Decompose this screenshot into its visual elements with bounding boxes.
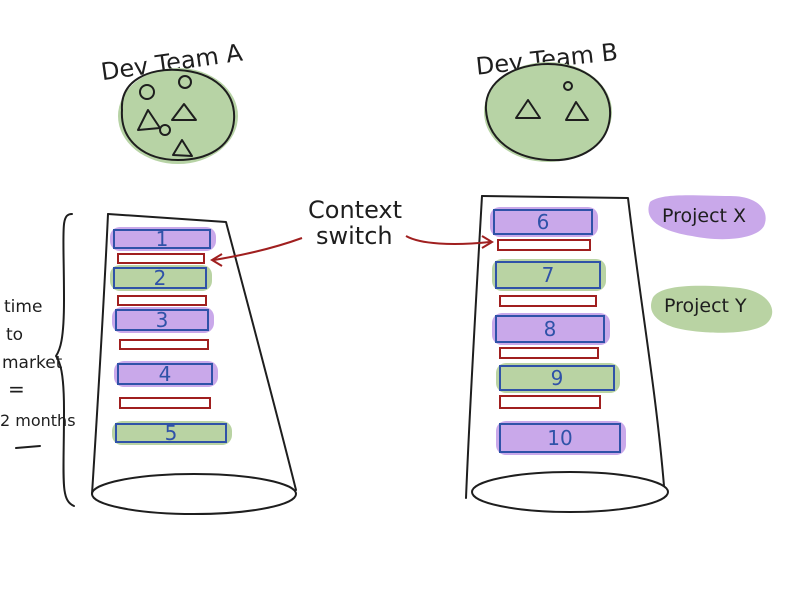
task-box	[499, 423, 621, 453]
task-number: 10	[547, 426, 572, 450]
team-a-face-outline	[120, 68, 236, 161]
context-switch-arrow-left	[213, 237, 303, 261]
task-number: 5	[165, 421, 178, 445]
legend-project-y-label: Project Y	[664, 295, 747, 317]
context-switch-bar	[497, 239, 591, 251]
team-b-members-icon	[515, 81, 589, 121]
arrowhead-left-icon	[210, 253, 223, 267]
team-b-group: Dev Team B	[474, 38, 619, 162]
task-box	[115, 309, 209, 331]
ttm-line1: time	[4, 297, 42, 317]
context-switch-label-line2: switch	[316, 222, 393, 250]
context-switch-bar	[119, 397, 211, 409]
context-switch-arrow-right	[405, 235, 491, 245]
task-fill	[112, 307, 214, 333]
task-fill	[490, 207, 598, 237]
task-fill	[112, 421, 232, 445]
ttm-line2: to	[6, 325, 23, 345]
team-a-task-list: 1 2 3 4 5	[110, 227, 232, 445]
task-box	[495, 315, 605, 343]
task-fill	[114, 361, 218, 387]
team-b-funnel-base	[471, 471, 669, 513]
task-number: 4	[159, 362, 172, 386]
team-a-funnel-left-edge	[91, 213, 109, 495]
legend-project-x-label: Project X	[662, 205, 746, 227]
context-switch-bar	[499, 395, 601, 409]
task-fill	[492, 259, 606, 291]
context-switch-bar	[117, 253, 205, 264]
task-number: 7	[542, 263, 555, 287]
ttm-line5: 2 months	[0, 411, 76, 430]
task-number: 2	[154, 266, 167, 290]
context-switch-bar	[119, 339, 209, 350]
task-box	[113, 267, 207, 289]
context-switch-bar	[499, 295, 597, 307]
team-b-task-list: 6 7 8 9 10	[490, 207, 626, 455]
team-b-backlog: 6 7 8 9 10	[465, 195, 669, 513]
team-a-face-fill	[118, 68, 238, 164]
task-box	[495, 261, 601, 289]
task-number: 9	[551, 366, 564, 390]
context-switch-annotation: Context switch	[210, 196, 494, 267]
task-number: 6	[537, 210, 550, 234]
time-to-market-annotation: time to market = 2 months	[0, 213, 76, 507]
team-a-group: Dev Team A	[99, 39, 245, 164]
team-a-funnel-right-edge	[107, 213, 297, 491]
team-a-funnel-base	[91, 473, 297, 515]
task-fill	[110, 227, 216, 251]
task-box	[493, 209, 593, 235]
task-number: 8	[544, 317, 557, 341]
legend-project-y-swatch	[651, 285, 773, 333]
task-number: 1	[156, 227, 169, 251]
team-b-face-outline	[484, 63, 612, 162]
context-switch-bar	[499, 347, 599, 359]
task-box	[113, 229, 211, 249]
task-box	[115, 423, 227, 443]
team-b-face-fill	[484, 62, 612, 162]
team-a-members-icon	[137, 75, 197, 157]
legend: Project X Project Y	[648, 195, 773, 333]
task-fill	[110, 265, 212, 291]
ttm-brace	[55, 213, 75, 507]
team-a-backlog: 1 2 3 4 5	[91, 213, 297, 515]
legend-project-x-swatch	[648, 195, 766, 240]
context-switch-bar	[117, 295, 207, 306]
task-box	[499, 365, 615, 391]
task-box	[117, 363, 213, 385]
team-b-funnel-right-edge	[481, 195, 665, 487]
arrowhead-right-icon	[481, 235, 494, 249]
team-b-funnel-left-edge	[465, 195, 483, 499]
task-fill	[496, 363, 620, 393]
ttm-line4: =	[8, 377, 25, 401]
ttm-underline	[15, 445, 41, 449]
ttm-line3: market	[2, 353, 63, 373]
task-fill	[492, 313, 610, 345]
task-fill	[496, 421, 626, 455]
task-number: 3	[156, 308, 169, 332]
context-switch-label-line1: Context	[308, 196, 402, 224]
